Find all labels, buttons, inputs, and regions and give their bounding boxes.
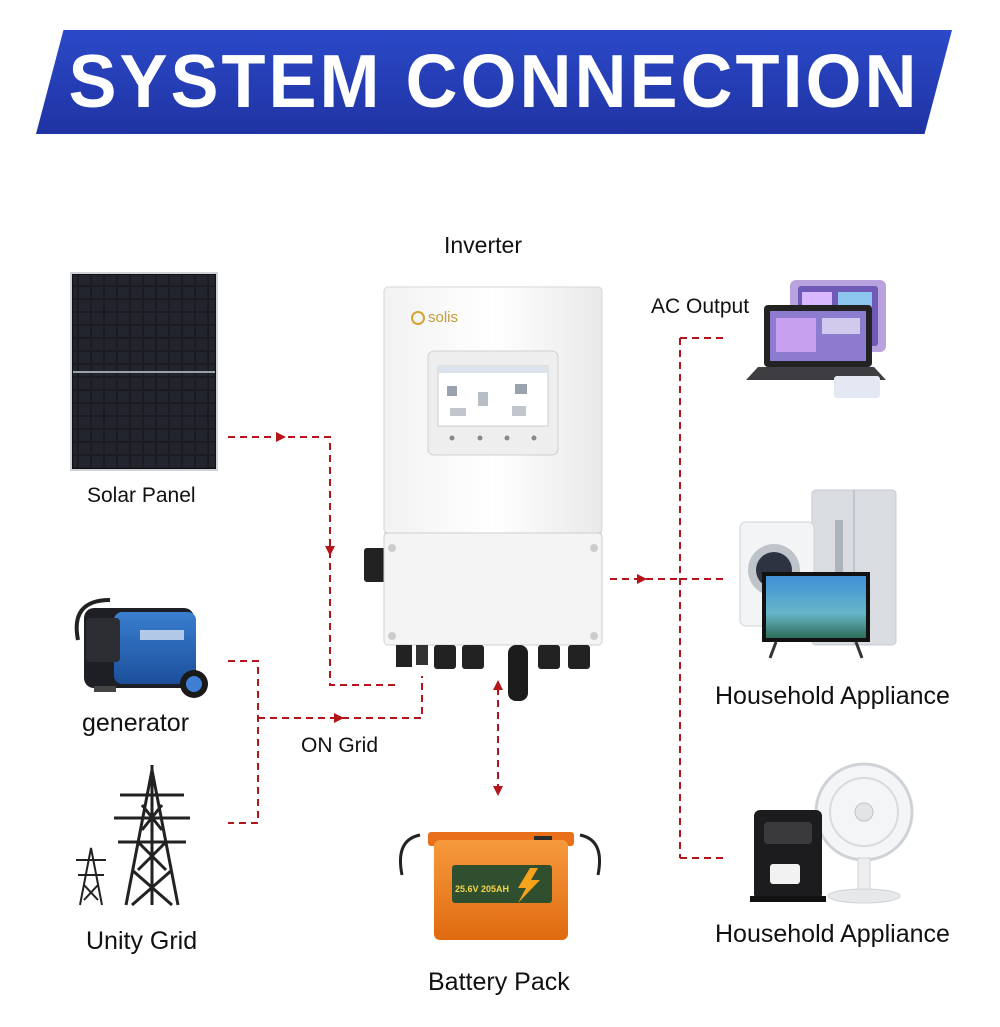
lightning-icon xyxy=(518,868,540,903)
small-tower-image xyxy=(76,847,106,906)
arrow-down-icon xyxy=(493,786,503,796)
fan-image xyxy=(814,762,914,904)
page-title: SYSTEM CONNECTION xyxy=(68,40,920,124)
solar-panel-label: Solar Panel xyxy=(87,484,196,507)
inverter-label: Inverter xyxy=(444,232,522,258)
unity-grid-label: Unity Grid xyxy=(86,927,198,955)
transmission-tower-image xyxy=(114,765,190,907)
battery-image xyxy=(399,832,601,940)
ac-output-label: AC Output xyxy=(651,295,750,318)
arrow-down-icon xyxy=(325,546,335,556)
connector-arrows xyxy=(276,432,647,796)
television-image xyxy=(762,572,870,659)
generator-label: generator xyxy=(82,709,190,737)
solar-panel-image xyxy=(70,272,218,471)
title-banner xyxy=(36,30,952,134)
household-appliance-label: Household Appliance xyxy=(715,682,950,710)
grid-connector xyxy=(258,676,423,719)
arrow-right-icon xyxy=(637,574,647,584)
battery-pack-label: Battery Pack xyxy=(428,968,570,996)
generator-image xyxy=(74,598,208,698)
laptop-image xyxy=(746,305,886,398)
arrow-right-icon xyxy=(276,432,286,442)
inverter-brand: solis xyxy=(428,309,459,326)
battery-spec: 25.6V 205AH xyxy=(455,884,509,894)
coffee-machine-image xyxy=(750,810,826,902)
inverter-image xyxy=(364,286,603,701)
household-appliance-label: Household Appliance xyxy=(715,920,950,948)
generator-connector xyxy=(228,660,259,824)
arrow-right-icon xyxy=(334,713,344,723)
on-grid-label: ON Grid xyxy=(301,734,379,757)
arrow-up-icon xyxy=(493,680,503,690)
solis-logo-icon xyxy=(411,311,425,325)
